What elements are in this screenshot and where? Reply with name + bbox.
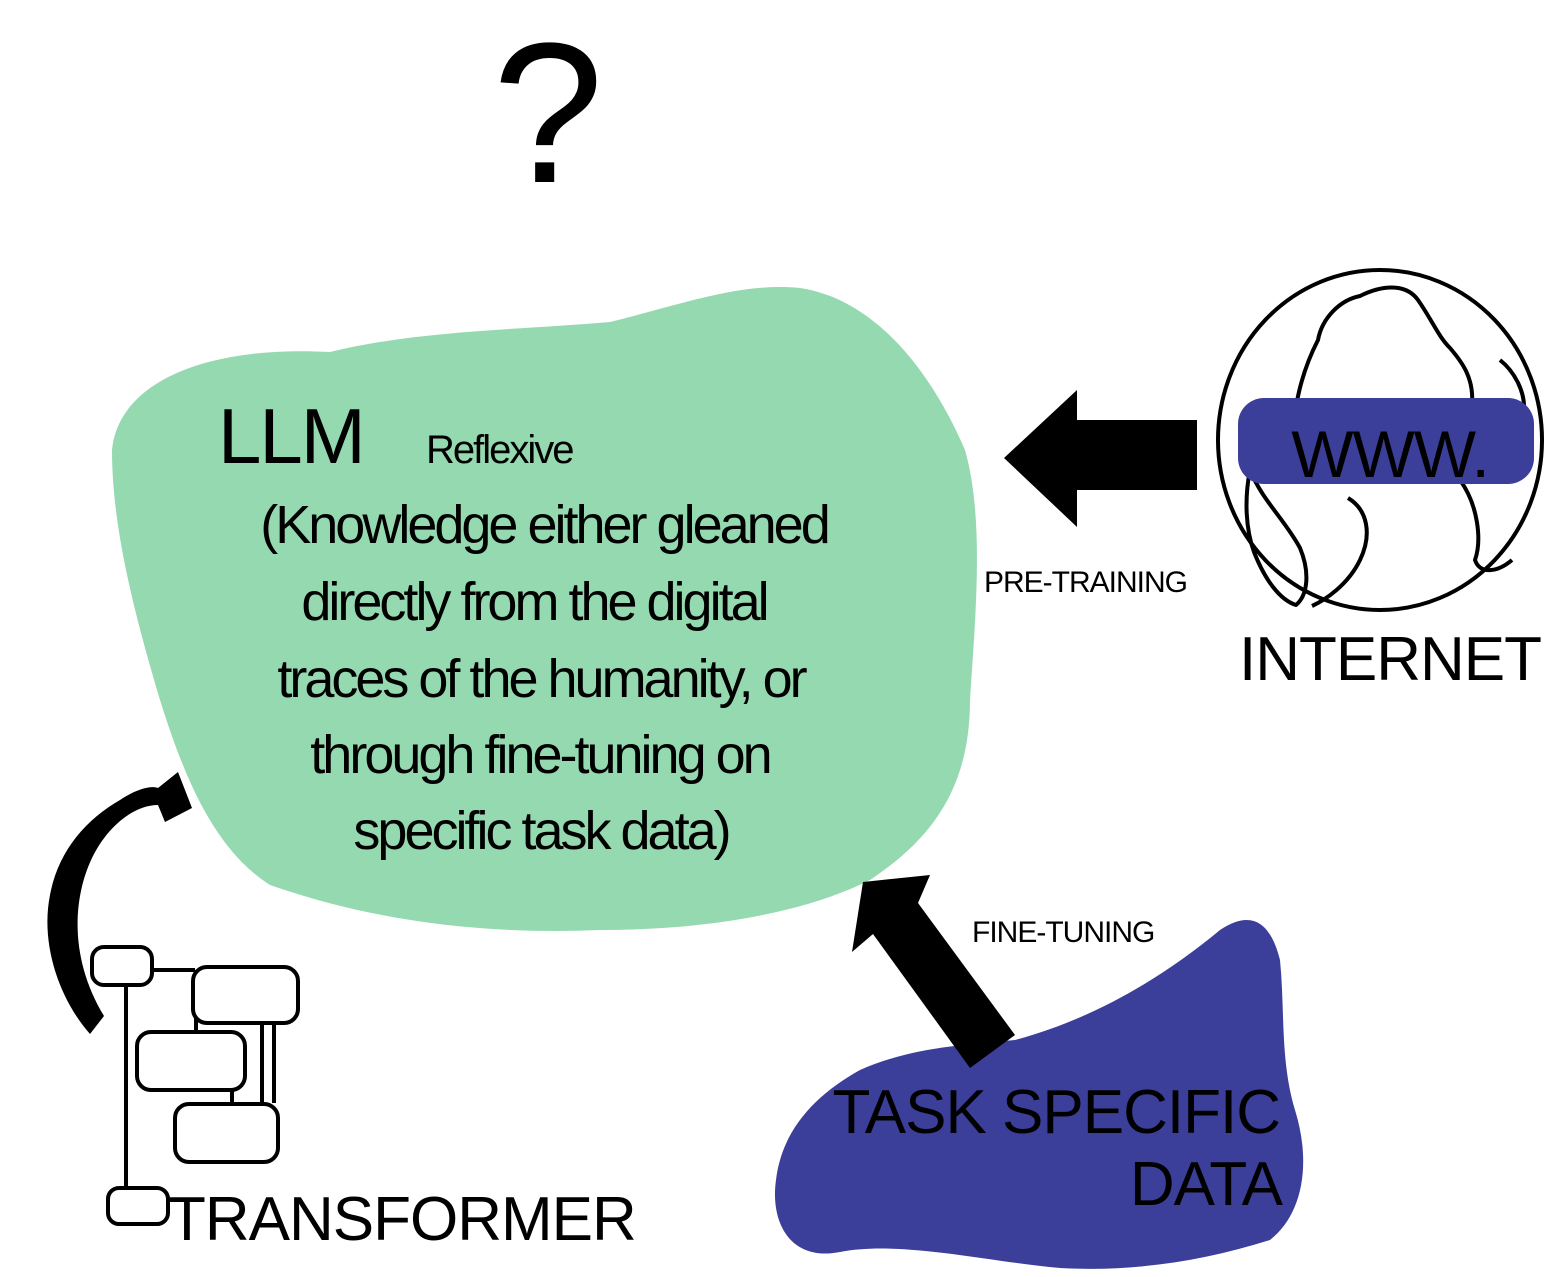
llm-description-line: traces of the humanity, or: [277, 649, 807, 709]
llm-description-line: through fine-tuning on: [310, 725, 769, 785]
question-mark: ?: [492, 2, 603, 225]
pretraining-label: PRE-TRAINING: [984, 566, 1187, 599]
transformer-label: TRANSFORMER: [168, 1185, 636, 1254]
task-data-blob: [774, 920, 1304, 1269]
llm-blob: [112, 287, 977, 931]
pretraining-arrow: [1004, 390, 1197, 527]
www-badge: [1238, 398, 1534, 484]
transformer-icon: [90, 945, 300, 1226]
llm-subtitle: Reflexive: [426, 428, 573, 472]
task-data-label: TASK SPECIFIC: [833, 1078, 1281, 1147]
llm-description-line: directly from the digital: [301, 572, 766, 632]
llm-description-line: (Knowledge either gleaned: [260, 495, 827, 555]
llm-title: LLM: [218, 392, 364, 480]
finetuning-label: FINE-TUNING: [972, 916, 1154, 949]
task-data-label: DATA: [1130, 1150, 1284, 1219]
internet-label: INTERNET: [1239, 625, 1541, 694]
transformer-curved-arrow: [47, 772, 193, 1034]
www-badge-label: WWW.: [1291, 417, 1489, 491]
llm-description-line: specific task data): [353, 801, 728, 861]
finetuning-arrow: [852, 875, 1015, 1068]
